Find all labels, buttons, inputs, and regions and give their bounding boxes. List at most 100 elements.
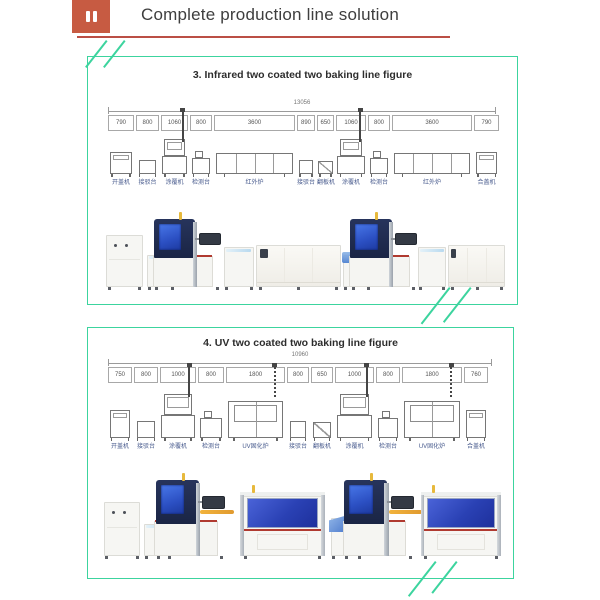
machine-label: 检测台 (201, 444, 220, 450)
machine-drawing-inspection (190, 131, 212, 177)
machine-label: 接驳台 (288, 444, 307, 450)
machine-label: 检测台 (191, 180, 210, 186)
header-pause-icon (72, 0, 110, 33)
machine-label: 接驳台 (138, 180, 157, 186)
machine-drawing-coater (335, 362, 374, 441)
machine-drawing-oven (214, 131, 295, 177)
dimension-cell: 1000 (160, 367, 196, 383)
machine-label: 翻板机 (317, 180, 336, 186)
machine-drawing-coater (336, 108, 366, 177)
machine-drawing-closer (474, 131, 499, 177)
machine-label: UV固化炉 (418, 444, 446, 450)
dimension-cell: 1000 (335, 367, 374, 383)
dimension-cell: 3600 (392, 115, 472, 131)
dimension-cell: 1060 (336, 115, 366, 131)
total-dimension-value: 10960 (291, 352, 309, 358)
machine-drawing-flipper (317, 131, 334, 177)
page-title: Complete production line solution (141, 5, 399, 24)
machine-label: 涂覆机 (168, 444, 187, 450)
machine-drawing-inspection (376, 383, 400, 441)
dimension-cell: 800 (376, 367, 400, 383)
dimension-cell: 1060 (161, 115, 188, 131)
title-underline (77, 36, 450, 38)
machine-label: 涂覆机 (341, 180, 360, 186)
machine-photo-coater (152, 212, 222, 290)
machine-drawing-inspection (368, 131, 390, 177)
total-dimension-line (108, 107, 496, 114)
section-uv-line: 4. UV two coated two baking line figure … (87, 327, 514, 579)
dimension-cell: 800 (368, 115, 390, 131)
machine-drawing-conveyor (287, 383, 309, 441)
machine-drawing-oven (392, 131, 472, 177)
dimension-cell: 650 (311, 367, 333, 383)
machine-drawings-row (108, 362, 492, 441)
pause-bar-icon (86, 11, 90, 22)
section-infrared-line: 3. Infrared two coated two baking line f… (87, 56, 518, 305)
machine-label: 翻板机 (312, 444, 331, 450)
machine-label: 开盖机 (111, 180, 130, 186)
machine-drawing-opener (108, 383, 132, 441)
machine-label: 开盖机 (110, 444, 129, 450)
machine-drawing-uv-oven (226, 362, 285, 441)
machine-photo-cabinet2 (223, 247, 254, 290)
machine-label: 检测台 (369, 180, 388, 186)
total-dimension-value: 13056 (293, 100, 311, 106)
machine-label: 合盖机 (466, 444, 485, 450)
machine-label: 检测台 (378, 444, 397, 450)
machine-drawing-conveyor (297, 131, 315, 177)
machine-photo-strip-infrared (100, 212, 505, 291)
machine-drawing-closer (464, 383, 488, 441)
machine-label: 接驳台 (136, 444, 155, 450)
machine-label: 接驳台 (297, 180, 316, 186)
machine-label: 合盖机 (477, 180, 496, 186)
machine-label: 涂覆机 (345, 444, 364, 450)
machine-drawing-inspection (198, 383, 224, 441)
dimension-cell: 3600 (214, 115, 295, 131)
section-title-infrared: 3. Infrared two coated two baking line f… (192, 69, 413, 81)
machine-drawing-uv-oven (402, 362, 462, 441)
dimension-cell: 650 (317, 115, 334, 131)
machine-drawing-flipper (311, 383, 333, 441)
machine-drawing-coater (161, 108, 188, 177)
dimension-cell: 750 (108, 367, 132, 383)
machine-labels-row: 开盖机接驳台涂覆机检测台红外炉接驳台翻板机涂覆机检测台红外炉合盖机 (108, 180, 496, 187)
machine-photo-coater2 (342, 473, 422, 559)
section-title-uv: 4. UV two coated two baking line figure (203, 337, 398, 349)
dimension-cell: 1800 (402, 367, 462, 383)
dimension-cell: 800 (198, 367, 224, 383)
dimension-cell: 790 (108, 115, 134, 131)
machine-drawings-row (108, 108, 499, 177)
machine-drawing-conveyor (136, 131, 159, 177)
machine-photo-cabinet (104, 502, 141, 559)
machine-photo-coater (349, 212, 418, 290)
dimension-cell: 800 (190, 115, 212, 131)
machine-drawing-coater (160, 362, 196, 441)
dimension-cell: 760 (464, 367, 488, 383)
dimension-cell: 800 (287, 367, 309, 383)
machine-photo-ovenIR (255, 245, 341, 290)
machine-label: 红外炉 (422, 180, 441, 186)
dimension-cell: 890 (297, 115, 315, 131)
total-dimension-line (108, 359, 492, 366)
machine-photo-coater2 (154, 473, 234, 559)
machine-photo-strip-uv (100, 473, 501, 559)
machine-photo-uvoven (240, 485, 325, 559)
machine-label: 涂覆机 (165, 180, 184, 186)
machine-drawing-conveyor (134, 383, 158, 441)
machine-photo-ovenIR (448, 245, 505, 290)
machine-label: UV固化炉 (242, 444, 269, 450)
dimension-cell: 1800 (226, 367, 285, 383)
machine-drawing-opener (108, 131, 134, 177)
machine-label: 红外炉 (245, 180, 264, 186)
machine-photo-uvoven (420, 485, 501, 559)
machine-photo-cabinet (106, 235, 143, 290)
dimension-cell: 790 (474, 115, 499, 131)
dimension-cell: 800 (136, 115, 159, 131)
machine-photo-cabinet2 (417, 247, 447, 290)
dimension-cell: 800 (134, 367, 158, 383)
